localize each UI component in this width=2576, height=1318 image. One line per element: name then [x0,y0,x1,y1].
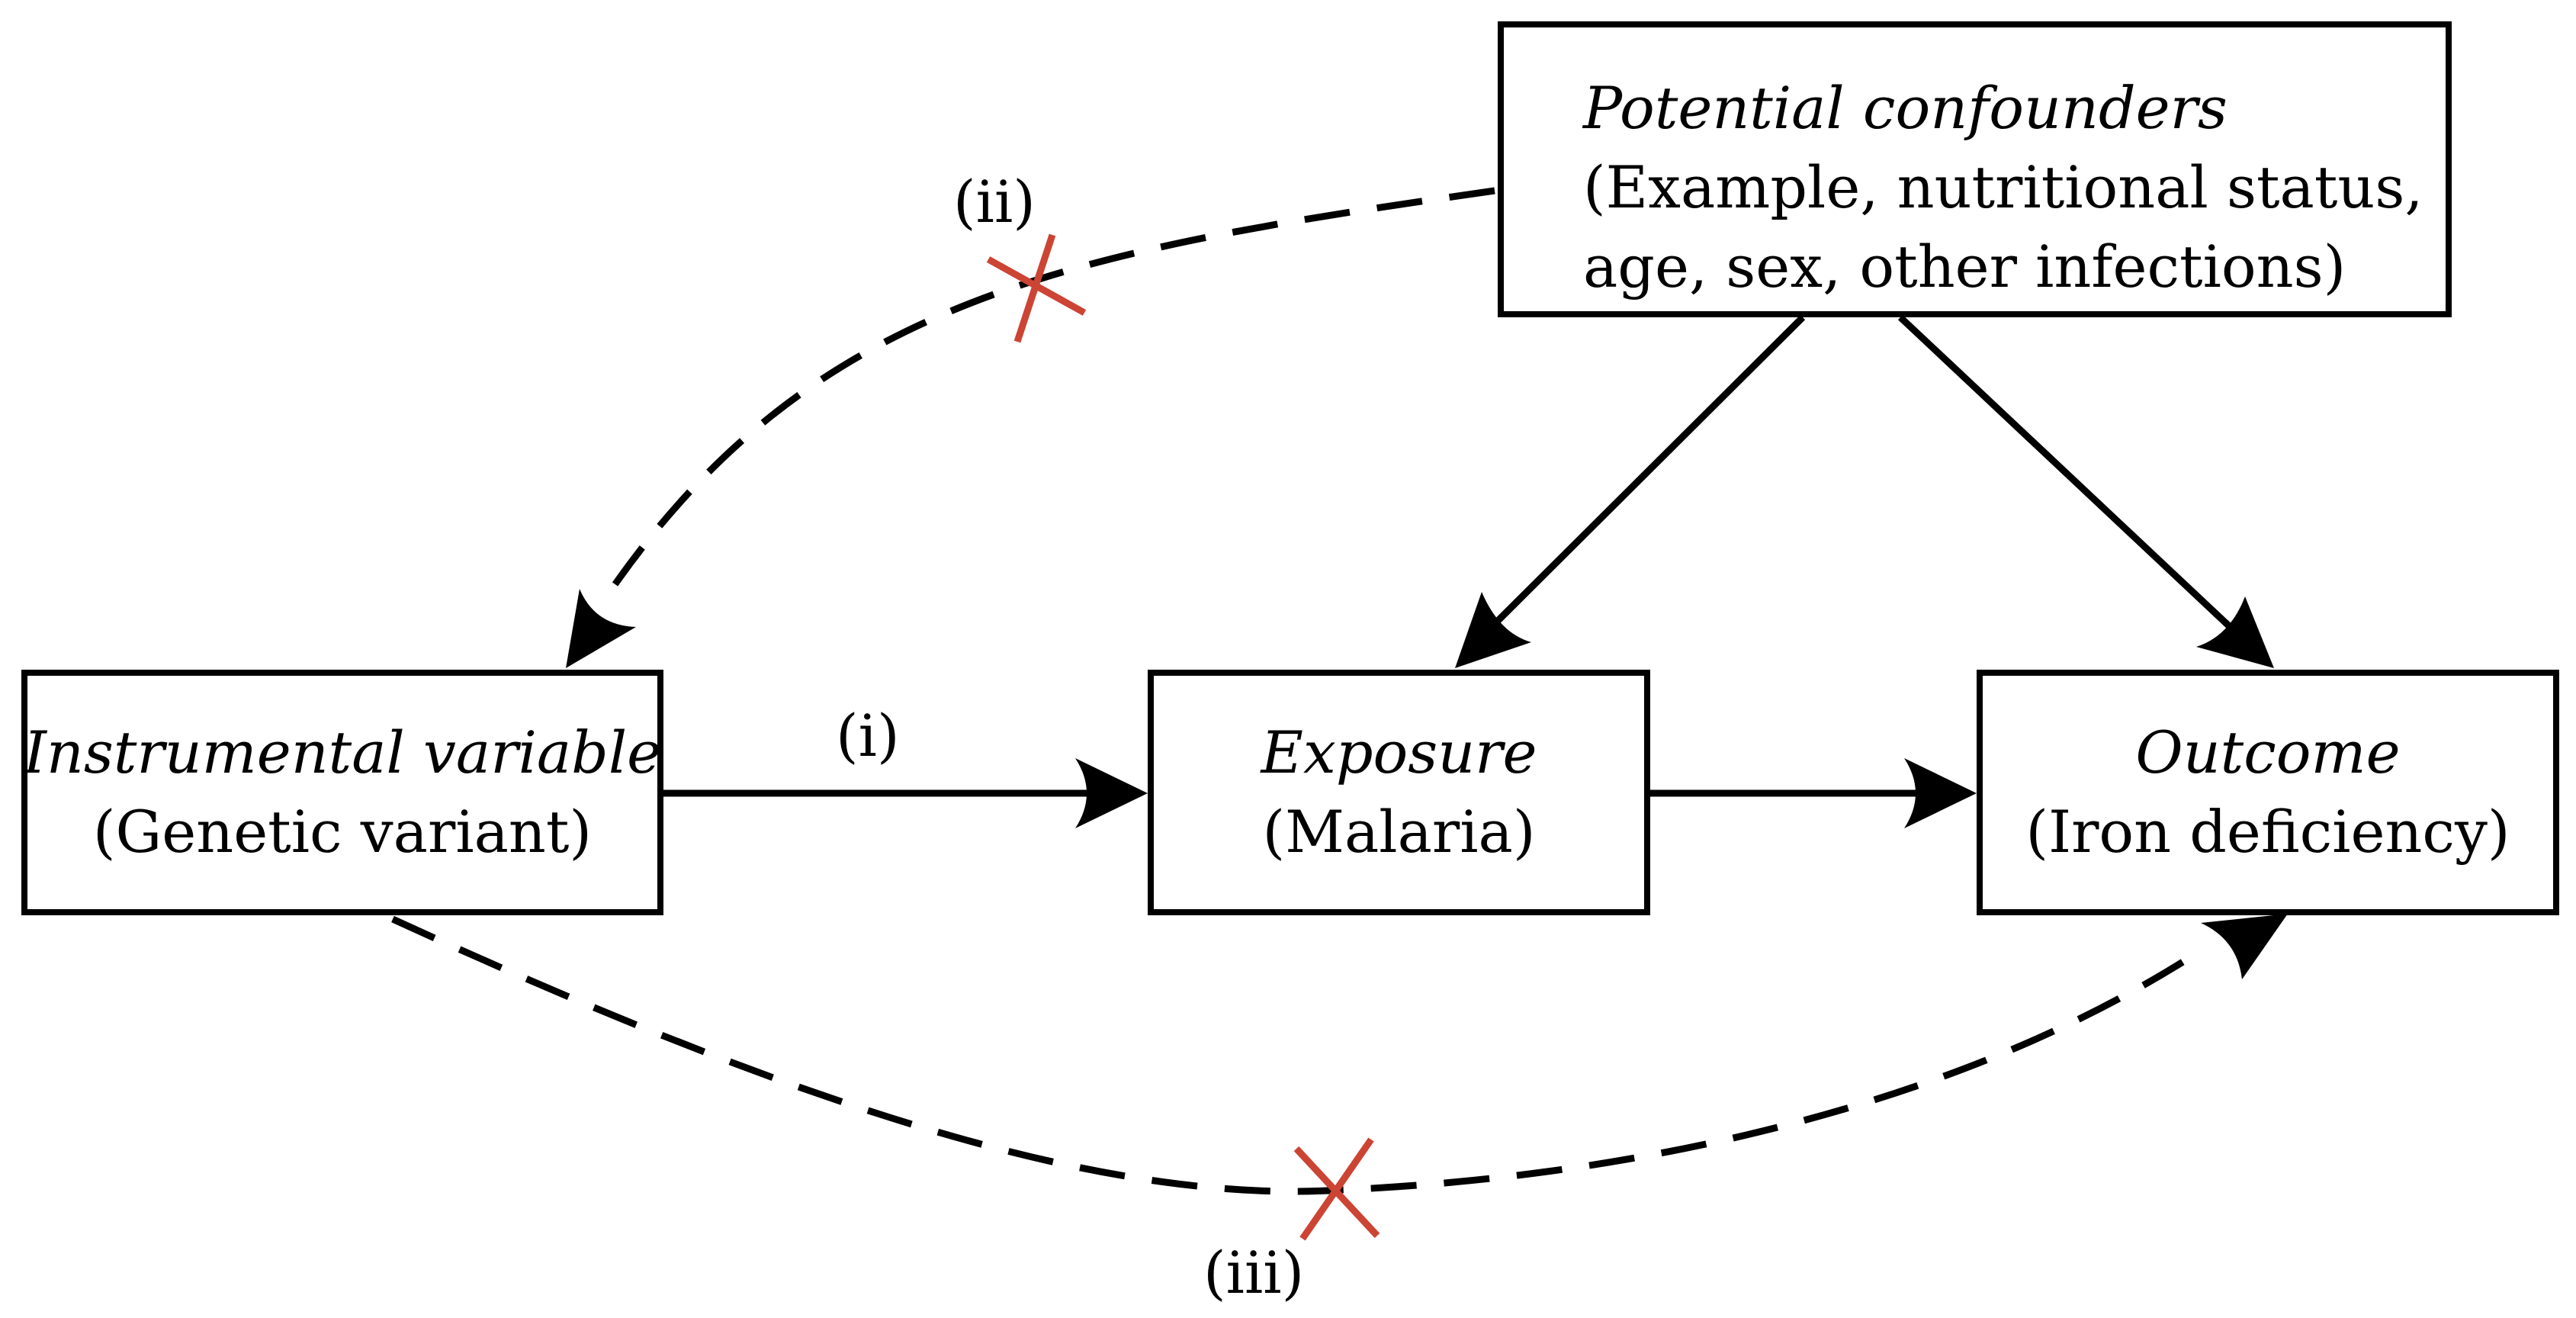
node-title: Exposure [1261,718,1537,786]
node-description-line: (Example, nutritional status, [1583,153,2423,221]
arrowhead-icon [2201,914,2288,979]
arrowhead-icon [1455,592,1531,668]
node-subtitle: (Iron deficiency) [2025,798,2510,866]
edge-confounders-to-outcome [1897,314,2274,668]
node-instrumental-variable: Instrumental variable (Genetic variant) [21,670,663,915]
edge-label-ii: (ii) [953,168,1036,236]
node-subtitle: (Malaria) [1262,798,1536,866]
node-outcome: Outcome (Iron deficiency) [1977,670,2559,915]
node-title: Potential confounders [1583,74,2228,142]
node-title: Outcome [2135,718,2401,786]
arrowhead-icon [1904,758,1977,828]
arrowhead-icon [566,589,636,668]
node-exposure: Exposure (Malaria) [1148,670,1650,915]
node-subtitle: (Genetic variant) [92,798,593,866]
node-description-line: age, sex, other infections) [1583,233,2346,301]
blocked-cross-icon [986,233,1087,343]
edge-instrument-to-outcome [391,914,2288,1241]
edge-exposure-to-outcome [1650,758,1977,828]
edge-label-iii: (iii) [1203,1239,1305,1307]
edge-instrument-to-exposure [663,758,1148,828]
node-title: Instrumental variable [23,718,662,786]
edge-label-i: (i) [836,702,900,770]
edge-confounders-to-exposure [1455,314,1806,668]
arrowhead-icon [2196,596,2274,668]
arrowhead-icon [1075,758,1148,828]
node-potential-confounders: Potential confounders (Example, nutritio… [1498,21,2452,317]
blocked-cross-icon [1293,1137,1380,1241]
edge-confounders-to-instrument [566,187,1495,668]
